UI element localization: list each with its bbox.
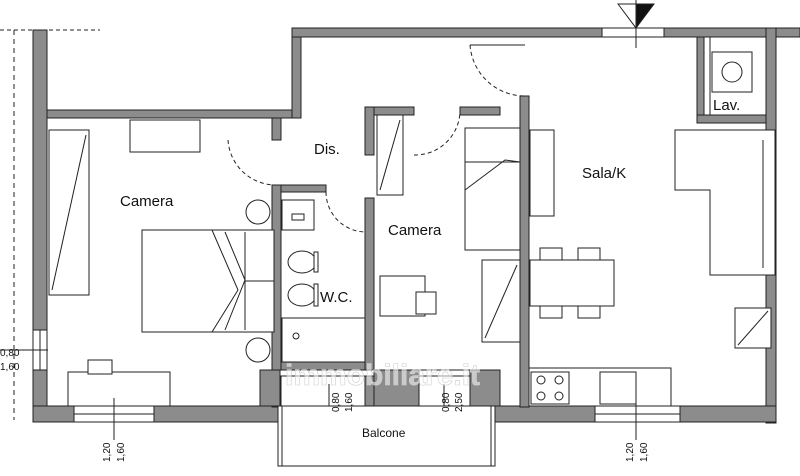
window-mid-camera	[418, 369, 471, 377]
wall-top-left	[46, 109, 298, 119]
wall-top-main	[291, 27, 603, 38]
entrance-arrow-right	[635, 3, 655, 30]
wardrobe-left-diagonal	[51, 134, 87, 291]
washing-machine-drum	[721, 61, 743, 83]
desk-left	[67, 371, 171, 407]
wall-lav-bottom	[696, 114, 767, 124]
nightstand-top	[245, 199, 271, 225]
left-camera-furniture	[48, 119, 275, 407]
dim-mid-b: 2,50	[454, 392, 465, 412]
shower-tray	[281, 317, 366, 363]
dim-mid-a: 0,80	[441, 392, 452, 412]
toilet	[287, 283, 317, 307]
balcony	[277, 405, 496, 467]
wall-mid-camera-top-a	[373, 106, 415, 116]
sink-basin	[291, 213, 305, 221]
label-wc: W.C.	[320, 289, 353, 306]
burner-4	[554, 391, 564, 401]
dim-bottom-right-b: 1,60	[639, 442, 650, 462]
wall-recess-vertical	[291, 27, 302, 119]
chair-left	[87, 359, 113, 375]
doors	[227, 44, 526, 233]
dim-bottom-left-b: 1,60	[116, 442, 127, 462]
toilet-back	[313, 283, 319, 307]
sala-furniture	[528, 36, 776, 407]
chair-2	[577, 247, 601, 261]
label-camera-mid: Camera	[388, 222, 442, 239]
dim-bottom-right-a: 1,20	[625, 442, 636, 462]
nightstand-bottom	[245, 337, 271, 363]
watermark: immobiliare.it	[285, 359, 480, 392]
single-bed-bottom-diagonal	[484, 264, 518, 339]
door-swing-entrance	[469, 44, 526, 97]
dim-bath-b: 1,60	[344, 392, 355, 412]
chair-4	[577, 305, 601, 319]
bidet-back	[313, 251, 319, 273]
dim-bath-a: 0,80	[331, 392, 342, 412]
bed-fold	[211, 229, 239, 333]
wall-mid-camera-top-b	[459, 106, 501, 116]
burner-3	[536, 391, 546, 401]
wc-fixtures	[281, 199, 366, 363]
label-sala: Sala/K	[582, 165, 626, 182]
dim-left-b: 1,60	[0, 362, 20, 373]
dim-bottom-left-a: 1,20	[102, 442, 113, 462]
lav-shelf	[703, 36, 711, 116]
entrance-marker	[617, 0, 655, 48]
entrance-opening	[601, 27, 665, 38]
mid-camera-furniture	[376, 114, 521, 343]
dimension-markers	[0, 349, 637, 440]
wall-bottom-pier-mid	[373, 369, 420, 407]
windows	[32, 27, 681, 423]
label-lav: Lav.	[713, 97, 740, 114]
label-balcone: Balcone	[362, 426, 406, 440]
wall-mid-camera-left-top	[364, 106, 375, 156]
door-swing-camera-mid	[413, 111, 461, 156]
dining-table	[529, 259, 615, 307]
dresser-top	[129, 119, 201, 153]
single-bed-top	[464, 127, 521, 251]
wall-balcony-left-pier	[259, 369, 281, 407]
burner-2	[554, 375, 564, 385]
window-bath	[279, 369, 375, 377]
dim-left-a: 0,80	[0, 348, 20, 359]
chair-3	[539, 305, 563, 319]
wall-wc-top	[280, 184, 327, 193]
wardrobe-mid-diagonal	[379, 119, 401, 191]
wall-internal-a	[271, 117, 282, 141]
label-camera-left: Camera	[120, 193, 174, 210]
walls	[32, 27, 800, 424]
shower-drain	[292, 332, 300, 340]
balcony-slab	[277, 405, 496, 467]
door-swing-camera-left	[227, 139, 277, 186]
tv-cabinet	[529, 129, 555, 217]
wall-lav-left	[696, 36, 705, 116]
door-swing-wc	[325, 191, 367, 233]
chair-mid	[415, 291, 437, 315]
entrance-arrow-left	[617, 3, 637, 30]
single-bed-top-fold	[464, 159, 521, 191]
wall-top-right	[663, 27, 800, 38]
chair-1	[539, 247, 563, 261]
burner-1	[536, 375, 546, 385]
wall-mid-camera-right	[519, 95, 530, 408]
kitchen-sink	[599, 371, 637, 405]
label-dis: Dis.	[314, 141, 340, 158]
bidet	[287, 250, 317, 274]
sofa-corner	[674, 129, 776, 276]
stove	[530, 371, 570, 405]
wall-bottom-left	[32, 405, 279, 423]
side-table-diagonal	[737, 310, 769, 346]
